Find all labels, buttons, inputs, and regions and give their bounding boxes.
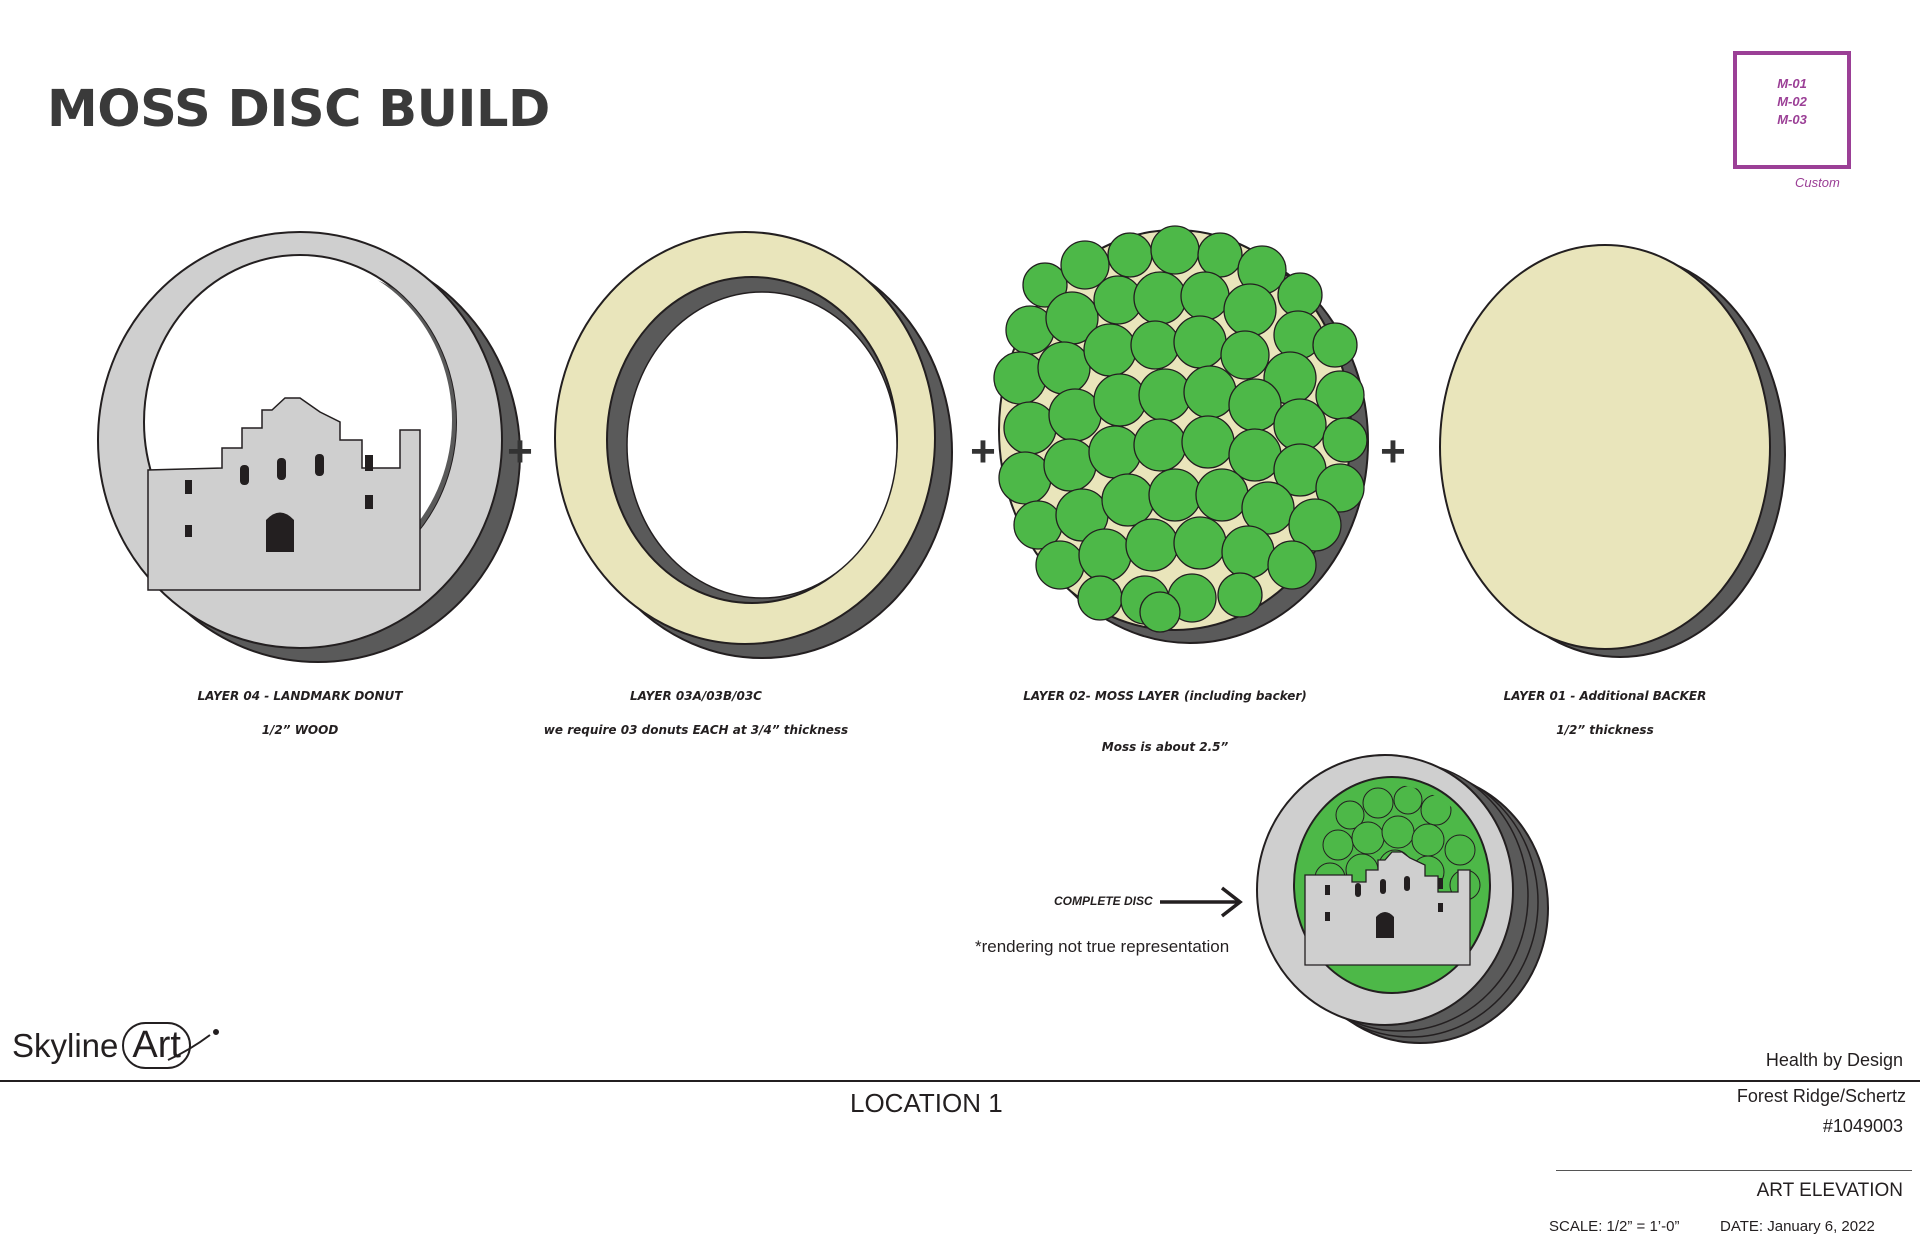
complete-disc-label: COMPLETE DISC: [1054, 894, 1153, 908]
sheet-divider: [1556, 1170, 1912, 1171]
layer-spec: 1/2” thickness: [1556, 723, 1654, 737]
location-label: LOCATION 1: [850, 1088, 1003, 1118]
material-code: M-02: [1777, 94, 1807, 109]
plus-sign: +: [1380, 427, 1406, 476]
title-block-divider: [0, 1080, 1920, 1082]
layer-label: LAYER 03A/03B/03C: [630, 689, 762, 703]
material-code: M-03: [1777, 112, 1807, 127]
client-name: Health by Design: [1765, 1050, 1903, 1070]
layer-label: LAYER 02- MOSS LAYER (including backer): [1023, 689, 1307, 703]
page-title: MOSS DISC BUILD: [47, 80, 550, 139]
material-swatch: M-01 M-02 M-03: [1733, 51, 1851, 169]
landmark-donut-illustration: [97, 231, 521, 663]
material-code: M-01: [1777, 76, 1807, 91]
site-name: Forest Ridge/Schertz: [1736, 1086, 1906, 1106]
logo-word: Skyline: [12, 1027, 119, 1064]
complete-disc-illustration: [1160, 754, 1549, 1044]
plus-sign: +: [970, 427, 996, 476]
arrow-right-icon: [1160, 886, 1243, 918]
moss-layer-illustration: [993, 225, 1369, 644]
job-number: #1049003: [1822, 1116, 1903, 1136]
logo-art-badge: Art: [122, 1022, 191, 1069]
logo-word: Art: [132, 1024, 181, 1066]
layer-spec: Moss is about 2.5”: [1101, 740, 1229, 754]
layer-spec: 1/2” WOOD: [261, 723, 339, 737]
backer-disc-illustration: [1439, 244, 1786, 658]
layer-spec: we require 03 donuts EACH at 3/4” thickn…: [543, 723, 849, 737]
drawing-scale: SCALE: 1/2” = 1’-0”: [1549, 1218, 1680, 1235]
cream-donut-illustration: [554, 231, 953, 659]
swatch-caption: Custom: [1795, 175, 1840, 190]
plus-sign: +: [507, 427, 533, 476]
layer-label: LAYER 01 - Additional BACKER: [1503, 689, 1707, 703]
rendering-note: *rendering not true representation: [975, 937, 1230, 956]
layer-label: LAYER 04 - LANDMARK DONUT: [197, 689, 403, 703]
drawing-date: DATE: January 6, 2022: [1720, 1218, 1875, 1235]
sheet-title: ART ELEVATION: [1756, 1180, 1903, 1201]
company-logo: Skyline Art: [12, 1022, 191, 1069]
